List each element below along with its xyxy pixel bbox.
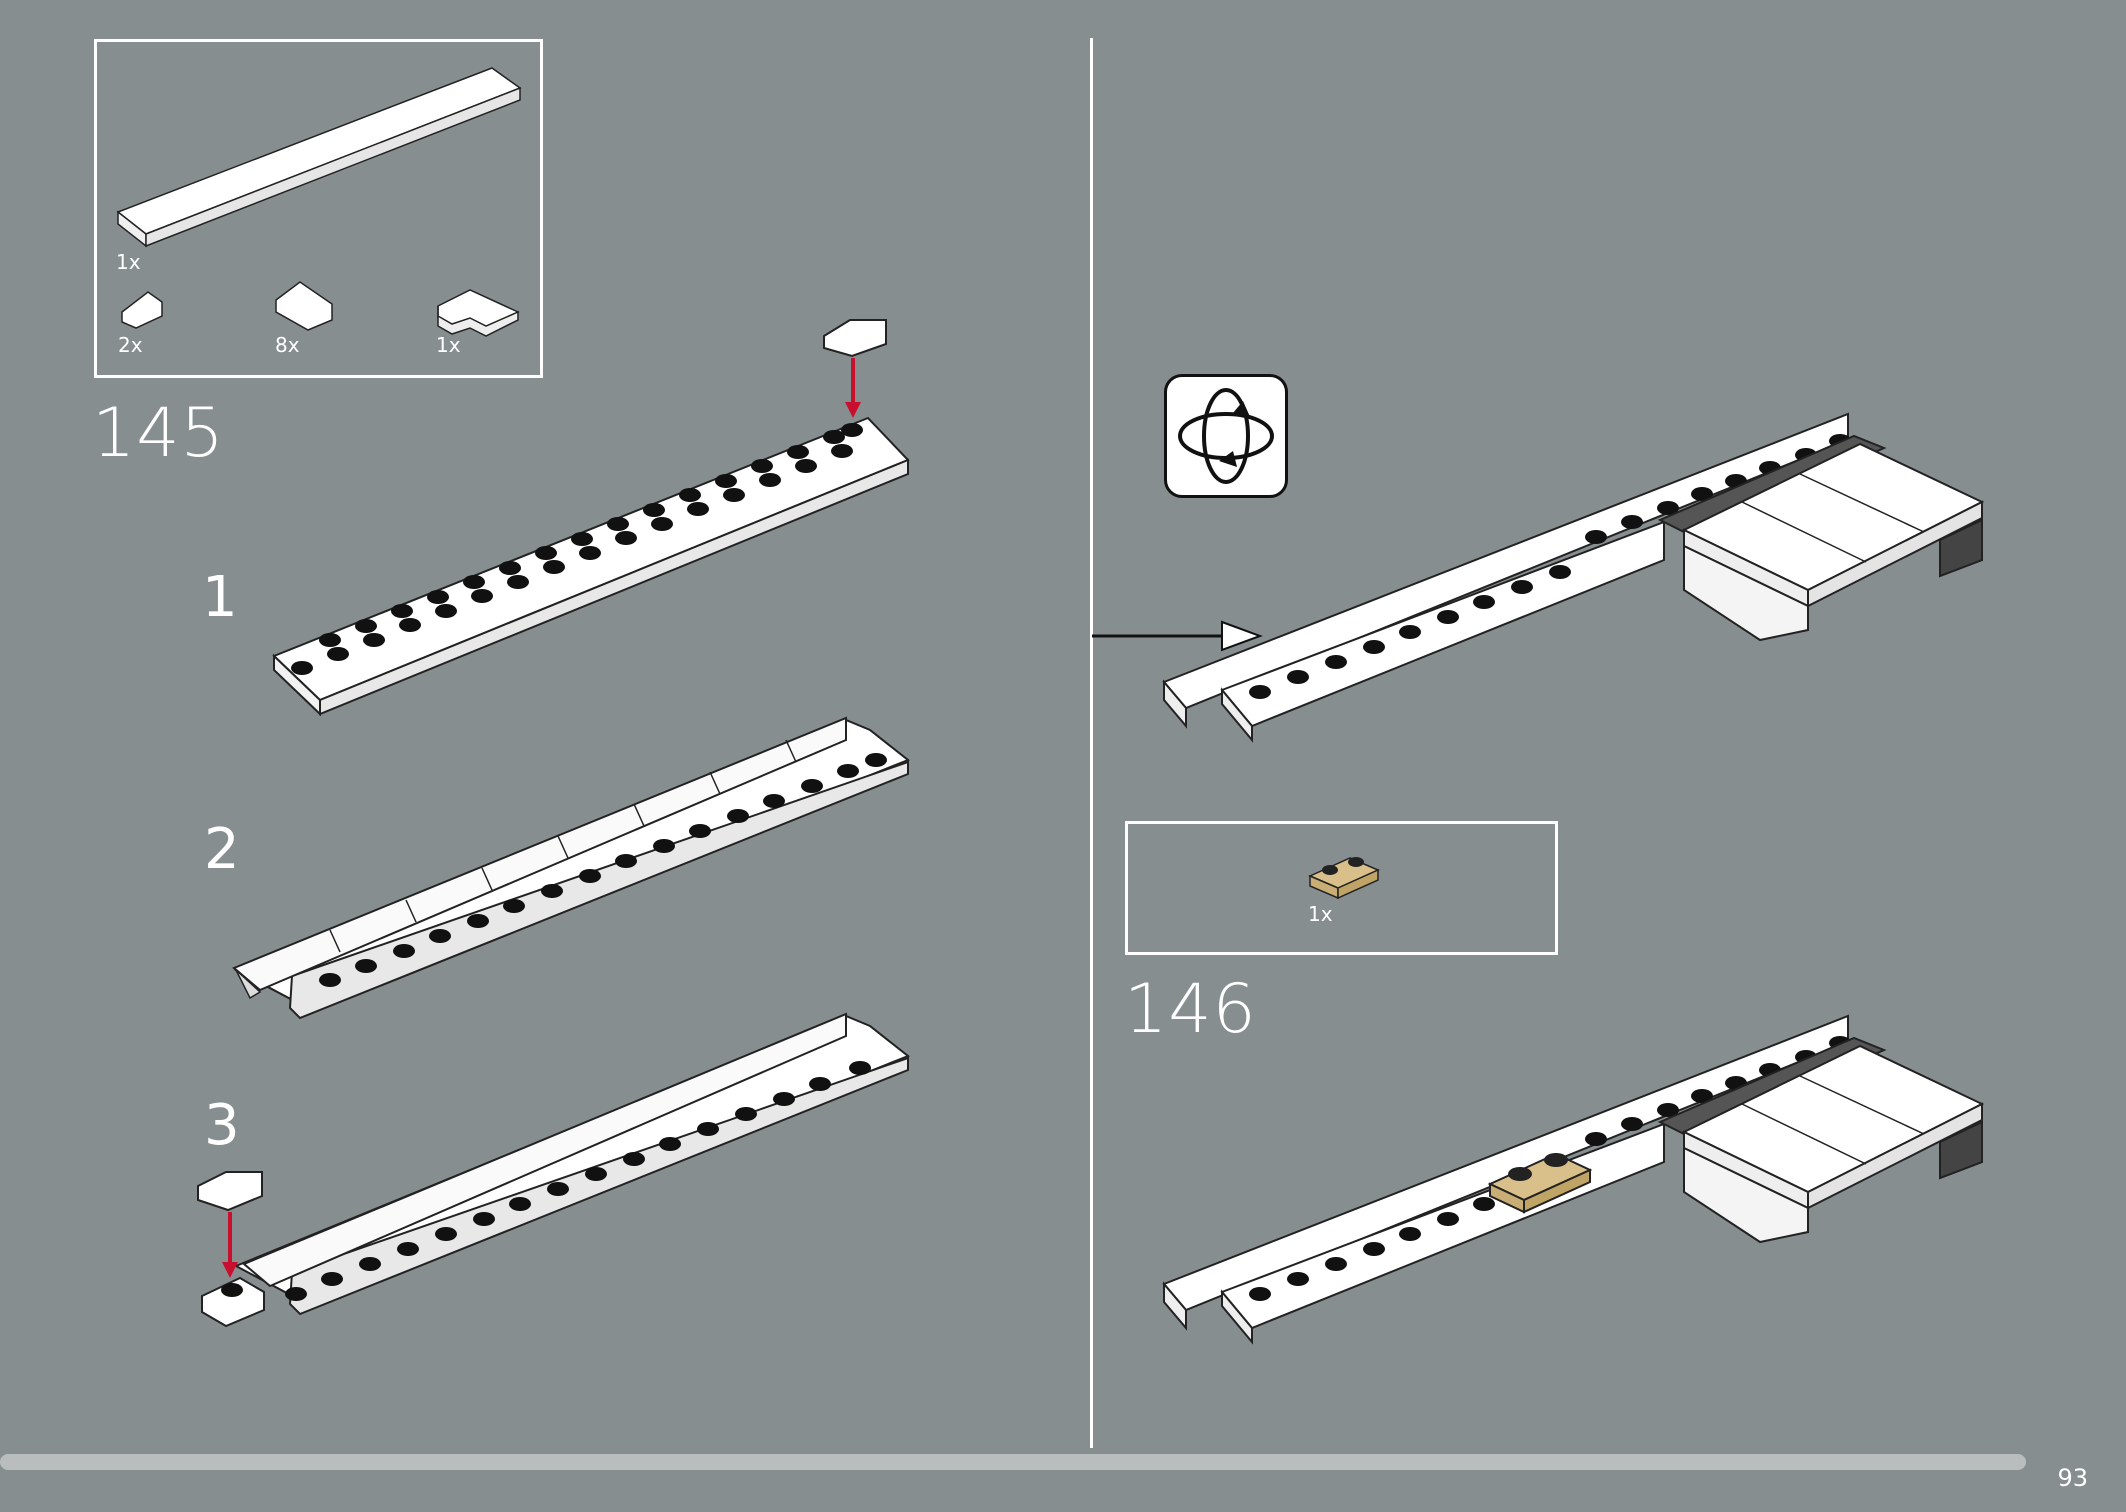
model-before-image — [1162, 412, 1985, 743]
tan-plate-part-image — [1308, 857, 1380, 900]
qty-label: 1x — [436, 333, 461, 357]
corner-plate-part-image — [437, 289, 520, 337]
step-number-145: 145 — [92, 394, 225, 473]
progress-bar — [0, 1454, 2026, 1470]
slope-part-image — [275, 281, 333, 331]
substep-number-1: 1 — [202, 565, 238, 630]
substep-number-2: 2 — [204, 817, 240, 882]
slope-small-part-image — [121, 291, 163, 329]
page-divider — [1090, 38, 1093, 1448]
parts-box-step-145 — [94, 39, 543, 378]
qty-label: 1x — [116, 250, 141, 274]
substep-3-plate-image — [197, 1012, 910, 1328]
plate-2x16-part-image — [116, 67, 522, 248]
rotate-model-icon — [1164, 374, 1288, 498]
substep-number-3: 3 — [204, 1093, 240, 1158]
page-number: 93 — [2057, 1464, 2088, 1492]
step-number-146: 146 — [1124, 970, 1257, 1049]
qty-label: 1x — [1308, 902, 1333, 926]
qty-label: 2x — [118, 333, 143, 357]
model-after-image — [1162, 1014, 1985, 1345]
parts-box-step-146 — [1125, 821, 1558, 955]
substep-1-plate-image — [272, 319, 910, 717]
qty-label: 8x — [275, 333, 300, 357]
substep-2-plate-image — [232, 716, 910, 1020]
